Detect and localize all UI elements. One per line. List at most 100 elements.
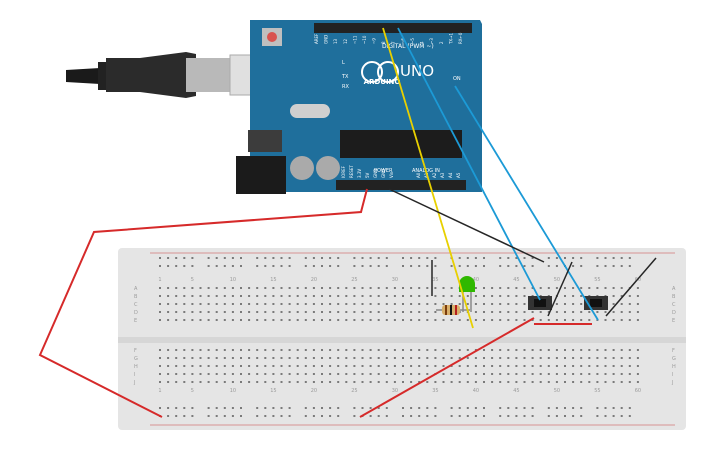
row-letter: E	[672, 318, 675, 324]
row-letter: J	[671, 380, 673, 386]
pin-label: IOREF	[341, 165, 346, 178]
column-number: 20	[311, 277, 317, 283]
pin-label: GND	[324, 35, 329, 44]
power-analog-header	[336, 180, 466, 190]
power-header-label: POWER	[374, 168, 393, 174]
column-number: 30	[392, 388, 398, 394]
pin-label: 5V	[365, 172, 370, 178]
pin-label: 3.3V	[357, 169, 362, 178]
column-number: 40	[473, 388, 479, 394]
pin-label: ~9	[372, 38, 377, 44]
wire-black-2	[547, 261, 573, 317]
arduino-logo-icon	[361, 61, 383, 83]
column-number: 50	[554, 277, 560, 283]
arduino-uno-board: ARDUINO UNO DIGITAL (PWM ~) POWER ANALOG…	[236, 20, 482, 194]
row-letter: D	[672, 310, 676, 316]
resistor	[436, 305, 470, 315]
pin-label: GND	[373, 169, 378, 178]
pin-label: 13	[333, 38, 338, 44]
row-letter: A	[134, 286, 138, 292]
row-letter: A	[672, 286, 676, 292]
row-letter: F	[672, 348, 675, 354]
column-number: 15	[270, 277, 276, 283]
wire-blue-1	[397, 27, 541, 301]
pin-label: 12	[343, 38, 348, 44]
column-number: 35	[432, 388, 438, 394]
pin-label: GND	[381, 169, 386, 178]
row-letter: E	[134, 318, 137, 324]
row-letter: G	[134, 356, 138, 362]
row-letter: B	[134, 294, 138, 300]
column-number: 10	[230, 277, 236, 283]
row-letter: J	[133, 380, 135, 386]
pin-label: 7	[391, 41, 396, 44]
column-number: 1	[158, 388, 161, 394]
pin-label: RX←0	[458, 32, 463, 44]
row-letter: F	[134, 348, 137, 354]
usb-cable	[66, 52, 263, 98]
digital-header	[314, 23, 472, 33]
l-led-label: L	[342, 60, 345, 66]
row-letter: I	[672, 372, 673, 378]
wires	[38, 27, 657, 418]
row-letter: H	[672, 364, 676, 370]
row-letter: H	[134, 364, 138, 370]
pin-label: ~5	[410, 38, 415, 44]
row-letter: B	[672, 294, 676, 300]
board-model: UNO	[400, 62, 434, 80]
pin-label: ~11	[352, 35, 357, 44]
row-letter: C	[672, 302, 676, 308]
pin-label: RESET	[349, 165, 354, 178]
tx-led-label: TX	[341, 74, 349, 80]
wire-blue-2	[454, 85, 599, 321]
row-letter: C	[134, 302, 138, 308]
column-number: 35	[432, 277, 438, 283]
pin-label: 4	[420, 41, 425, 44]
breadboard: 1155101015152020252530303535404045455050…	[118, 248, 686, 430]
rx-led-label: RX	[342, 84, 349, 90]
wire-black-gnd	[388, 188, 545, 263]
column-number: 50	[554, 388, 560, 394]
column-number: 55	[594, 277, 600, 283]
column-number: 25	[351, 388, 357, 394]
column-number: 1	[158, 277, 161, 283]
pin-label: 8	[381, 41, 386, 44]
pin-label: Vin	[389, 171, 394, 178]
column-number: 30	[392, 277, 398, 283]
pushbutton-1	[528, 296, 552, 310]
pin-label: TX→1	[448, 32, 453, 45]
column-number: 55	[594, 388, 600, 394]
pin-label: AREF	[314, 33, 319, 44]
dc-jack	[236, 156, 286, 194]
pin-label: ~6	[400, 38, 405, 44]
wire-5v-red	[38, 188, 368, 418]
pin-label: A0	[416, 172, 421, 178]
wire-black-3	[605, 257, 657, 317]
column-number: 40	[473, 277, 479, 283]
column-number: 45	[513, 388, 519, 394]
column-number: 10	[230, 388, 236, 394]
column-number: 5	[191, 277, 194, 283]
column-number: 20	[311, 388, 317, 394]
wire-red-ground	[359, 317, 535, 418]
pin-label: A2	[432, 172, 437, 178]
column-number: 5	[191, 388, 194, 394]
pin-label: A5	[456, 172, 461, 178]
pin-label: A4	[448, 172, 453, 178]
row-letter: G	[672, 356, 676, 362]
on-led-label: ON	[453, 76, 461, 82]
column-number: 15	[270, 388, 276, 394]
row-letter: I	[134, 372, 135, 378]
wire-yellow	[382, 27, 474, 329]
microcontroller-chip	[340, 130, 462, 158]
column-number: 25	[351, 277, 357, 283]
pin-label: A3	[440, 172, 445, 178]
pin-label: 2	[439, 41, 444, 44]
column-number: 60	[635, 388, 641, 394]
pin-label: ~3	[429, 38, 434, 44]
column-number: 45	[513, 277, 519, 283]
row-letter: D	[134, 310, 138, 316]
pin-label: ~10	[362, 35, 367, 44]
board-brand: ARDUINO	[364, 78, 401, 86]
